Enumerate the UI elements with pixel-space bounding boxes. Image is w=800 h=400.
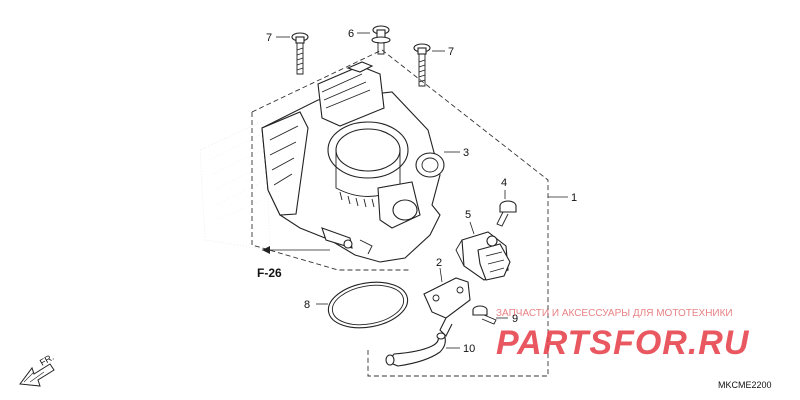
callout-8[interactable]: 8 [304,299,310,311]
screw-9[interactable] [472,305,508,325]
callout-1[interactable]: 1 [571,192,577,204]
screw-4[interactable] [496,190,517,227]
diagram-code: MKCME2200 [718,380,772,390]
callout-4[interactable]: 4 [501,177,507,189]
bolt-7-right[interactable] [413,43,445,87]
throttle-body[interactable] [261,61,460,263]
callout-10[interactable]: 10 [463,343,475,355]
front-label: FR. [38,352,56,368]
callout-5[interactable]: 5 [465,209,471,221]
front-arrow-icon [19,363,55,387]
callout-7-left[interactable]: 7 [266,32,272,44]
callout-3[interactable]: 3 [463,147,469,159]
background-hatch [199,119,271,251]
watermark-tagline: ЗАПЧАСТИ И АКСЕССУАРЫ ДЛЯ МОТОТЕХНИКИ [496,308,733,319]
bracket-2[interactable] [423,267,471,337]
callout-2[interactable]: 2 [436,257,442,269]
assembly-boundary [251,49,568,377]
sensor-5[interactable] [455,221,511,281]
watermark: ЗАПЧАСТИ И АКСЕССУАРЫ ДЛЯ МОТОТЕХНИКИ PA… [496,308,750,362]
callout-labels: 1 2 3 4 5 6 7 7 8 9 10 [266,28,577,355]
watermark-logo: PARTSFOR.RU [496,324,750,362]
reference-arrow [262,246,330,254]
bolt-6[interactable] [357,25,391,55]
callout-6[interactable]: 6 [348,28,354,40]
reference-label[interactable]: F-26 [257,266,282,280]
hose-10[interactable] [385,332,460,367]
bolt-7-left[interactable] [276,32,309,75]
gasket-8[interactable] [316,276,411,333]
callout-7-right[interactable]: 7 [448,46,454,58]
callout-9[interactable]: 9 [512,313,518,325]
